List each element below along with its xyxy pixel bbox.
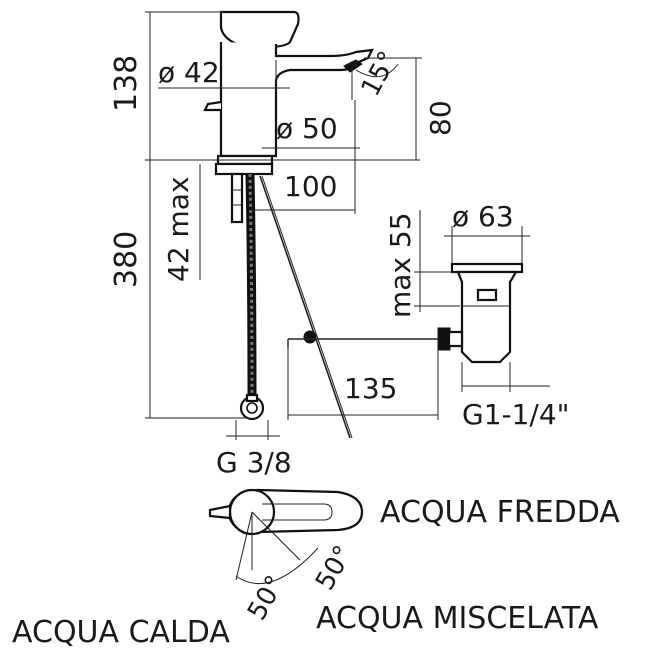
dimension-lines <box>145 11 550 440</box>
faucet-side-view <box>203 10 374 439</box>
pull-rod <box>259 175 351 439</box>
dim-waste-diameter: ø 63 <box>452 200 514 233</box>
waste-drain <box>287 262 524 364</box>
label-mixed-water: ACQUA MISCELATA <box>316 601 599 636</box>
waste-body <box>456 270 518 364</box>
side-lever <box>203 100 222 112</box>
dimension-labels: 138 ø 42 15° ø 50 80 100 42 max 380 ø 63… <box>109 47 570 479</box>
waste-cap <box>450 262 524 274</box>
threaded-rod <box>230 172 244 224</box>
hose-nut <box>239 393 265 421</box>
handle-angle-left: 50° <box>242 571 291 626</box>
dim-hose-length: 380 <box>109 231 144 288</box>
dim-waste-height: max 55 <box>384 212 417 318</box>
rod-ball <box>303 330 317 344</box>
dim-body-diameter: ø 42 <box>158 56 220 89</box>
dim-rod-length: 135 <box>344 372 397 405</box>
dim-height-total: 138 <box>109 55 144 112</box>
faucet-handle <box>219 10 300 49</box>
label-cold-water: ACQUA FREDDA <box>380 495 620 530</box>
base-plate-bottom <box>214 162 274 176</box>
dim-hose-thread: G 3/8 <box>216 446 292 479</box>
dim-deck-thickness: 42 max <box>162 176 195 282</box>
spout-outlet <box>343 59 363 73</box>
dim-spout-height: 80 <box>424 100 457 136</box>
handle-top-view: 50° 50° <box>208 488 364 626</box>
dim-waste-thread: G1-1/4" <box>462 398 570 431</box>
label-hot-water: ACQUA CALDA <box>12 615 230 650</box>
dim-spout-reach: 100 <box>284 170 337 203</box>
dim-base-diameter: ø 50 <box>276 112 338 145</box>
